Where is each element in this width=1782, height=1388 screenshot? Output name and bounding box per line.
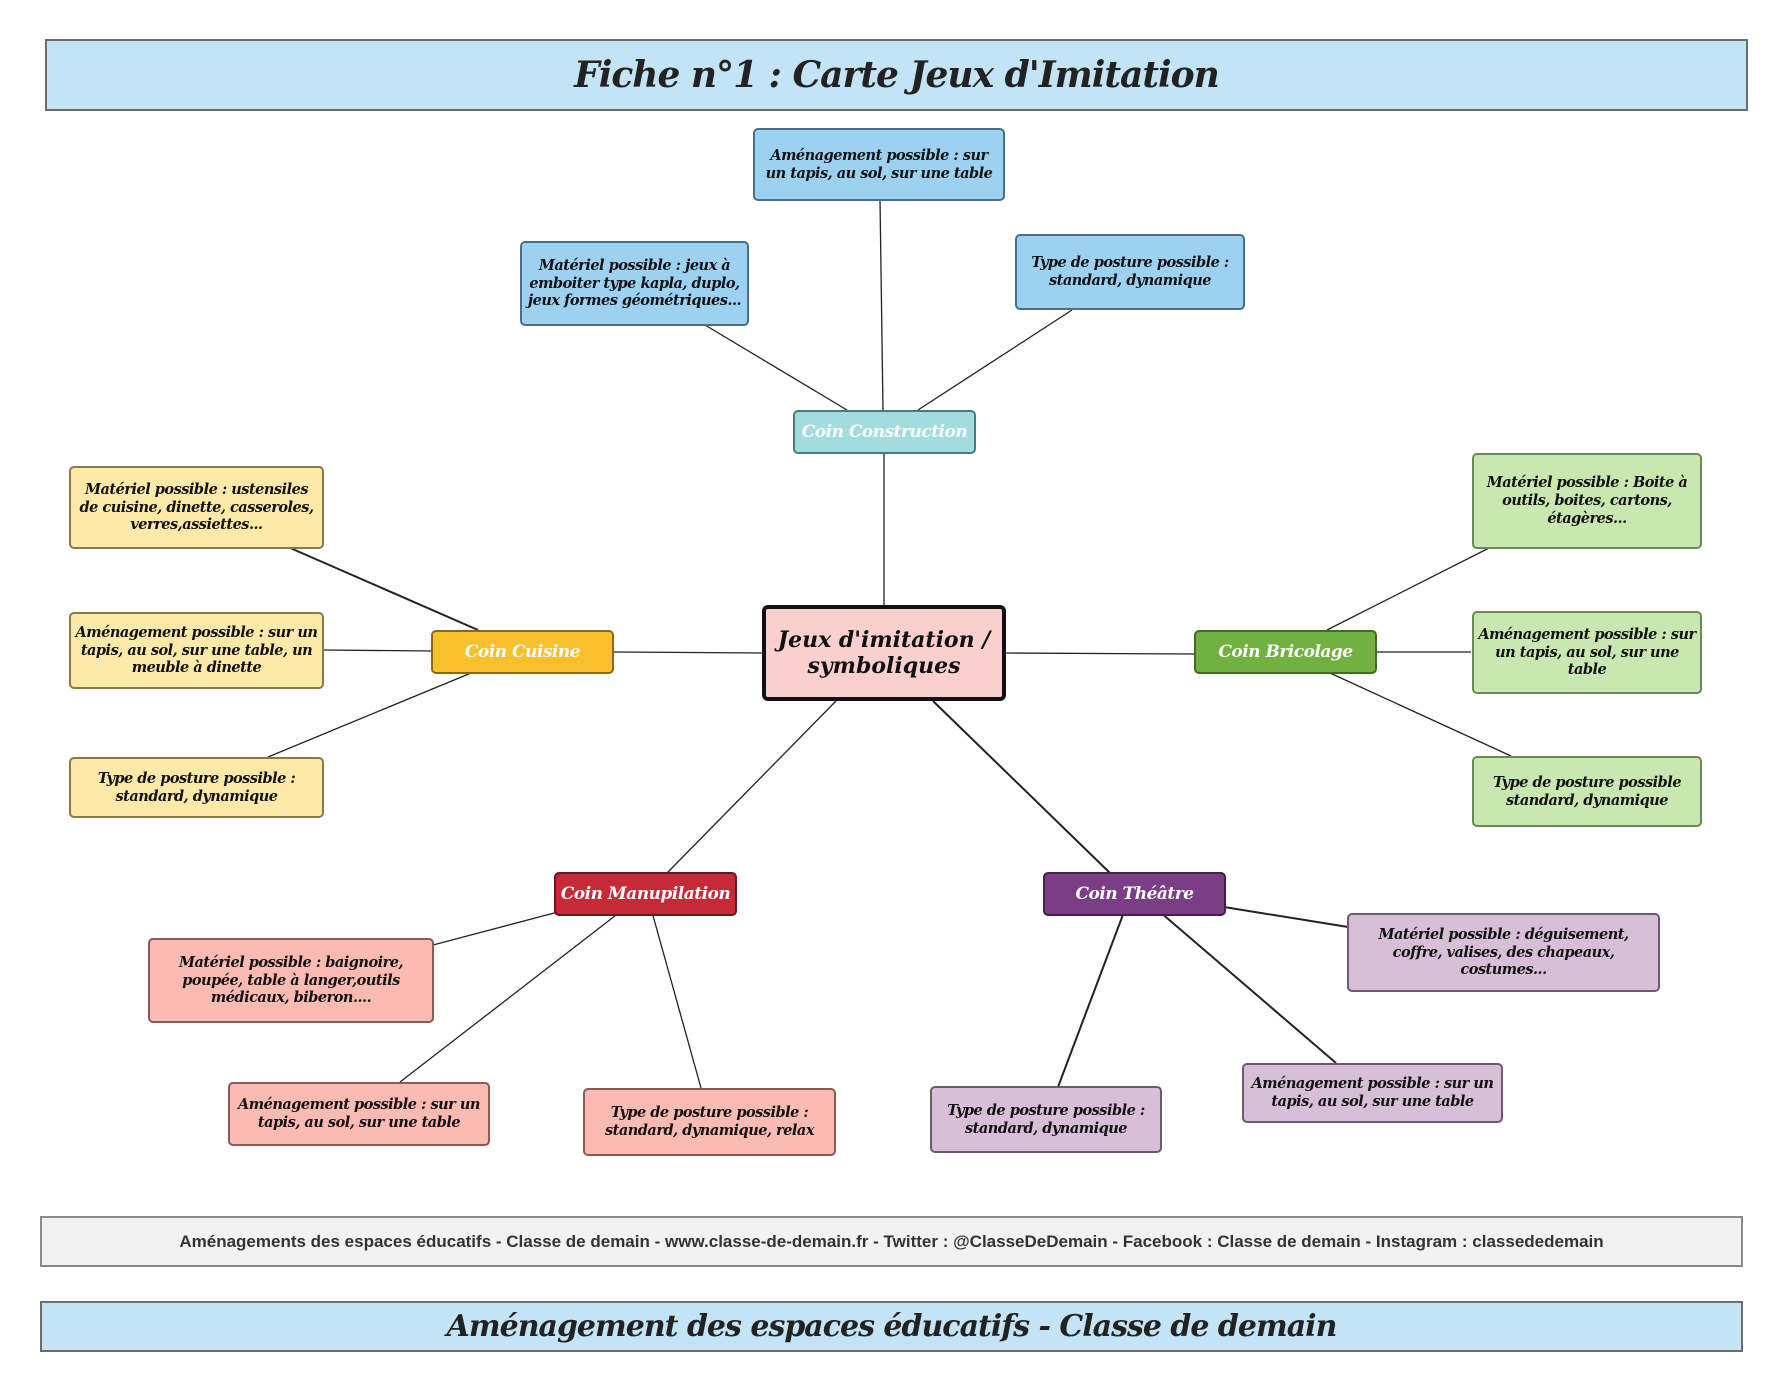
leaf-theatre-materiel: Matériel possible : déguisement, coffre,…: [1347, 913, 1660, 992]
link-construction-posture: [917, 309, 1073, 411]
hub-coin-bricolage: Coin Bricolage: [1194, 630, 1377, 674]
leaf-theatre-posture: Type de posture possible : standard, dyn…: [930, 1086, 1162, 1153]
link-theatre-materiel: [1223, 906, 1349, 928]
leaf-construction-materiel: Matériel possible : jeux à emboiter type…: [520, 241, 749, 326]
link-theatre-posture: [1057, 911, 1125, 1088]
link-center-cuisine: [612, 651, 763, 654]
leaf-construction-amenagement: Aménagement possible : sur un tapis, au …: [753, 128, 1005, 201]
leaf-cuisine-materiel: Matériel possible : ustensiles de cuisin…: [69, 466, 324, 549]
footer-banner: Aménagement des espaces éducatifs - Clas…: [40, 1301, 1743, 1352]
link-manipulation-posture: [651, 911, 702, 1089]
leaf-theatre-amenagement: Aménagement possible : sur un tapis, au …: [1242, 1063, 1503, 1123]
leaf-cuisine-amenagement: Aménagement possible : sur un tapis, au …: [69, 612, 324, 689]
leaf-manipulation-materiel: Matériel possible : baignoire, poupée, t…: [148, 938, 434, 1023]
link-bricolage-posture: [1329, 672, 1512, 757]
leaf-bricolage-amenagement: Aménagement possible : sur un tapis, au …: [1472, 611, 1702, 694]
hub-coin-construction: Coin Construction: [793, 410, 976, 454]
hub-coin-manipulation: Coin Manupilation: [554, 872, 737, 916]
hub-coin-theatre: Coin Théâtre: [1043, 872, 1226, 916]
link-bricolage-materiel: [1326, 546, 1492, 631]
link-construction-materiel: [704, 324, 848, 411]
hub-coin-cuisine: Coin Cuisine: [431, 630, 614, 674]
leaf-bricolage-posture: Type de posture possible standard, dynam…: [1472, 756, 1702, 827]
link-center-bricolage: [1005, 652, 1196, 655]
center-node: Jeux d'imitation / symboliques: [762, 605, 1006, 701]
link-cuisine-posture: [267, 672, 472, 758]
link-manipulation-materiel: [432, 911, 559, 946]
leaf-cuisine-posture: Type de posture possible : standard, dyn…: [69, 757, 324, 818]
page-title: Fiche n°1 : Carte Jeux d'Imitation: [45, 39, 1748, 111]
leaf-manipulation-posture: Type de posture possible : standard, dyn…: [583, 1088, 836, 1156]
leaf-construction-posture: Type de posture possible : standard, dyn…: [1015, 234, 1245, 310]
leaf-bricolage-materiel: Matériel possible : Boite à outils, boit…: [1472, 453, 1702, 549]
link-construction-amenagement: [879, 199, 884, 411]
footer-info-bar: Aménagements des espaces éducatifs - Cla…: [40, 1216, 1743, 1267]
link-center-manipulation: [666, 700, 837, 874]
link-cuisine-amenagement: [322, 649, 432, 652]
link-center-theatre: [932, 700, 1111, 874]
link-theatre-amenagement: [1159, 911, 1337, 1064]
link-manipulation-amenagement: [399, 911, 621, 1083]
leaf-manipulation-amenagement: Aménagement possible : sur un tapis, au …: [228, 1082, 490, 1146]
link-cuisine-materiel: [287, 546, 479, 631]
